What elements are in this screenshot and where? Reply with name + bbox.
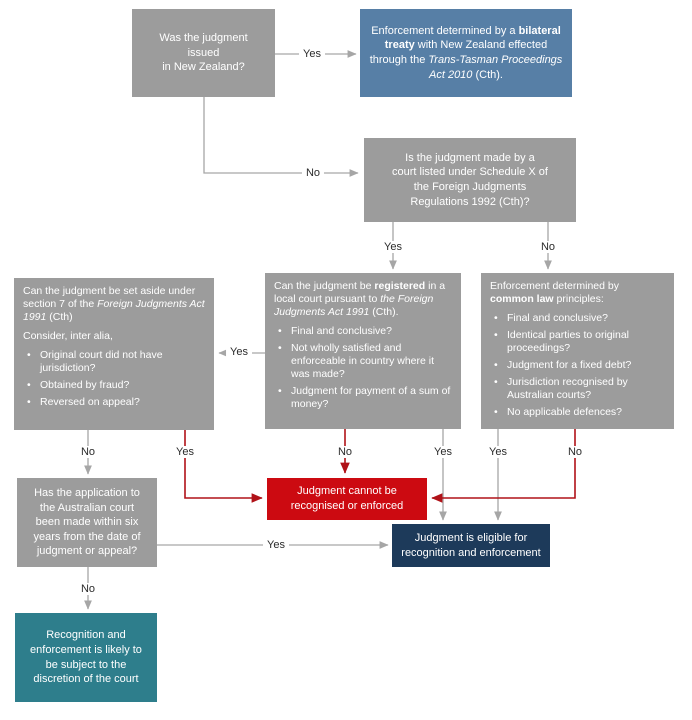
bullet-item: Final and conclusive? (274, 325, 452, 338)
registered-box: Can the judgment be registered in a loca… (265, 273, 461, 429)
edge-label-schedule-no: No (536, 241, 560, 253)
six-years-text: Has the application to the Australian co… (33, 487, 141, 558)
nz-question-text: Was the judgment issued in New Zealand? (159, 32, 248, 74)
bullet-item: Not wholly satisfied and enforceable in … (274, 342, 452, 381)
edge-label-commonlaw-no: No (563, 446, 587, 458)
text-segment-italic: Foreign Judgments Act 1991 (23, 298, 205, 324)
common-law-heading: Enforcement determined by common law pri… (490, 280, 665, 306)
nz-question-box: Was the judgment issued in New Zealand? (132, 9, 275, 97)
bullet-item: Judgment for a fixed debt? (490, 359, 665, 372)
text-segment-italic: the Foreign Judgments Act 1991 (274, 293, 434, 319)
text-segment: Enforcement determined by a (371, 24, 519, 37)
registered-bullets: Final and conclusive? Not wholly satisfi… (274, 325, 452, 411)
eligible-box: Judgment is eligible for recognition and… (392, 524, 550, 567)
bullet-item: Obtained by fraud? (23, 379, 205, 392)
edge-label-registered-yes: Yes (430, 446, 456, 458)
cannot-enforce-text: Judgment cannot be recognised or enforce… (290, 485, 404, 512)
schedule-question-box: Is the judgment made by a court listed u… (364, 138, 576, 222)
eligible-text: Judgment is eligible for recognition and… (401, 531, 541, 559)
bullet-item: Final and conclusive? (490, 312, 665, 325)
bilateral-treaty-box: Enforcement determined by a bilateral tr… (360, 9, 572, 97)
text-segment: (Cth). (369, 306, 399, 319)
set-aside-box: Can the judgment be set aside under sect… (14, 278, 214, 430)
text-segment: (Cth) (46, 311, 73, 324)
six-years-box: Has the application to the Australian co… (17, 478, 157, 567)
text-segment-bold: registered (374, 280, 426, 292)
bullet-item: Reversed on appeal? (23, 396, 205, 409)
bullet-item: Judgment for payment of a sum of money? (274, 385, 452, 411)
text-segment: principles: (553, 293, 604, 306)
text-segment-italic: Trans-Tasman Proceedings Act 2010 (428, 54, 563, 81)
discretion-box: Recognition and enforcement is likely to… (15, 613, 157, 702)
common-law-bullets: Final and conclusive? Identical parties … (490, 312, 665, 419)
set-aside-bullets: Original court did not have jurisdiction… (23, 349, 205, 409)
edge-label-setaside-no: No (76, 446, 100, 458)
edge-commonlaw-to-cannot (431, 429, 576, 503)
bullet-item: No applicable defences? (490, 406, 665, 419)
bullet-item: Jurisdiction recognised by Australian co… (490, 376, 665, 402)
bullet-item: Identical parties to original proceeding… (490, 329, 665, 355)
registered-heading: Can the judgment be registered in a loca… (274, 280, 452, 319)
edge-label-commonlaw-yes: Yes (485, 446, 511, 458)
text-segment: Can the judgment be set aside under sect… (23, 285, 196, 311)
text-segment: with New Zealand effected through the (369, 39, 548, 66)
set-aside-heading: Can the judgment be set aside under sect… (23, 285, 205, 324)
edge-label-registered-no: No (333, 446, 357, 458)
text-segment: in a local court pursuant to (274, 280, 446, 306)
text-segment: Can the judgment be (274, 280, 375, 292)
edge-label-sixyears-yes: Yes (263, 539, 289, 551)
text-segment: Enforcement determined by (490, 280, 619, 292)
edge-nz-to-schedule (203, 97, 359, 177)
edge-label-setaside-yes: Yes (172, 446, 198, 458)
edge-setaside-to-cannot (184, 430, 263, 503)
set-aside-note: Consider, inter alia, (23, 330, 113, 343)
text-segment-bold: common law (490, 293, 554, 306)
edge-label-sixyears-no: No (76, 583, 100, 595)
text-segment: (Cth). (472, 68, 503, 81)
bullet-item: Original court did not have jurisdiction… (23, 349, 205, 375)
edge-label-nz-yes: Yes (299, 48, 325, 60)
bilateral-treaty-text: Enforcement determined by a bilateral tr… (366, 24, 566, 82)
discretion-text: Recognition and enforcement is likely to… (30, 629, 142, 686)
edge-label-schedule-yes: Yes (380, 241, 406, 253)
common-law-box: Enforcement determined by common law pri… (481, 273, 674, 429)
edge-label-nz-no: No (301, 167, 325, 179)
edge-label-registered-setaside-yes: Yes (226, 346, 252, 358)
cannot-enforce-box: Judgment cannot be recognised or enforce… (267, 478, 427, 520)
schedule-question-text: Is the judgment made by a court listed u… (392, 151, 548, 208)
text-segment-bold: bilateral treaty (384, 24, 561, 52)
